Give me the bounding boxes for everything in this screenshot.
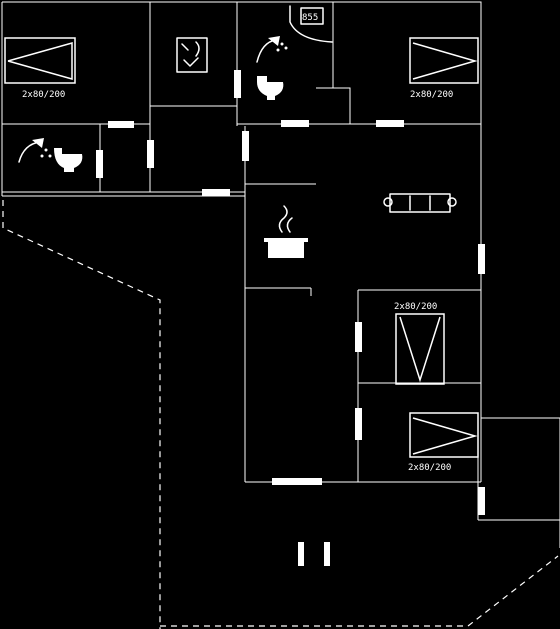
toilet-icon	[54, 148, 83, 172]
bed-4-label: 2x80/200	[408, 463, 451, 473]
shower-icon	[18, 138, 52, 163]
door-living-east	[478, 244, 485, 274]
cooking-pot-icon	[264, 205, 308, 258]
washing-machine-icon	[176, 37, 208, 73]
bed-3-label: 2x80/200	[394, 302, 437, 312]
bed-3: 2x80/200	[394, 302, 445, 385]
bed-2: 2x80/200	[409, 37, 479, 100]
door-annex	[478, 487, 485, 515]
bed-2-label: 2x80/200	[410, 90, 453, 100]
toilet-icon	[257, 76, 284, 100]
door-bath-top-south	[281, 120, 309, 127]
door-bedroom-3	[355, 322, 362, 352]
svg-text:855: 855	[302, 13, 318, 23]
door-wash-room	[147, 140, 154, 168]
door-kitchen	[242, 131, 249, 161]
wall-bath-notch	[316, 87, 351, 124]
bed-icon	[395, 313, 445, 385]
terrace-edge-west	[2, 200, 161, 629]
bed-icon	[4, 37, 76, 84]
door-hall	[202, 189, 230, 196]
bed-icon	[409, 37, 479, 84]
terrace-edge-east	[467, 555, 559, 627]
sauna-icon: 855	[289, 5, 333, 43]
terrace-outline	[2, 200, 559, 629]
door-bedroom-4	[355, 408, 362, 440]
door-south	[272, 478, 322, 485]
shower-icon	[256, 36, 288, 63]
bed-icon	[409, 412, 479, 458]
stairs-icon	[298, 542, 330, 566]
sofa-icon	[383, 193, 457, 213]
door-bedroom-ne	[376, 120, 404, 127]
doors	[96, 70, 485, 515]
bed-1-label: 2x80/200	[22, 90, 65, 100]
door-bath-left-side	[96, 150, 103, 178]
door-bath-left	[108, 121, 134, 128]
door-bath-top	[234, 70, 241, 98]
interior-walls	[2, 2, 560, 521]
bed-4: 2x80/200	[408, 412, 479, 473]
bed-1: 2x80/200	[4, 37, 76, 100]
